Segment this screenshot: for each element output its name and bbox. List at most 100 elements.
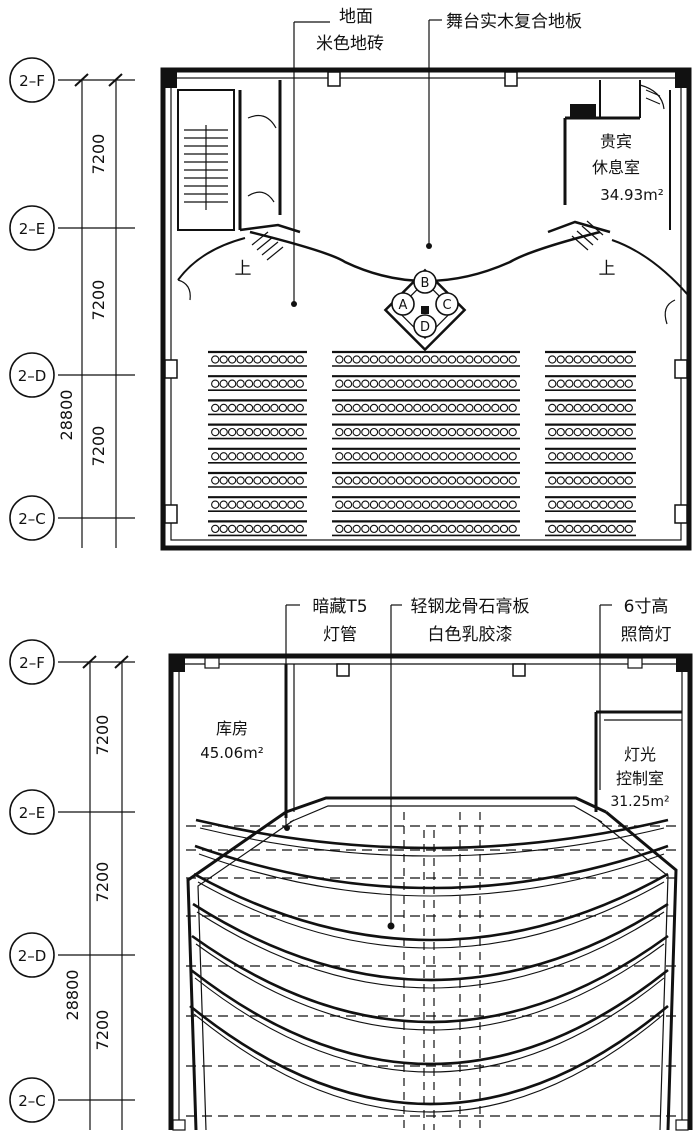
seat bbox=[404, 355, 413, 364]
bottom-axis-grid bbox=[58, 655, 135, 1130]
seat bbox=[590, 403, 599, 413]
seat bbox=[616, 524, 625, 534]
seat-row bbox=[208, 447, 307, 464]
seat bbox=[430, 379, 439, 388]
seat bbox=[369, 403, 379, 413]
seat bbox=[456, 355, 465, 364]
stage-floor-label: 舞台实木复合地板 bbox=[446, 12, 582, 32]
seat-row bbox=[545, 496, 636, 513]
seat bbox=[335, 476, 344, 485]
seat bbox=[343, 524, 353, 534]
seat bbox=[369, 379, 379, 388]
seat bbox=[590, 476, 599, 485]
seat bbox=[499, 355, 509, 364]
cove-arc-inner bbox=[196, 911, 665, 989]
seat bbox=[548, 379, 557, 388]
bottom-dim-bay-3: 7200 bbox=[93, 1010, 112, 1051]
seat bbox=[508, 524, 517, 534]
ceiling-plan-walls bbox=[168, 653, 693, 1131]
top-axis-bubble-e: 2–E bbox=[9, 205, 55, 251]
seat bbox=[387, 500, 396, 509]
stair-up-right: 上 bbox=[599, 259, 616, 279]
gypsum-label-2: 白色乳胶漆 bbox=[428, 625, 513, 645]
seat bbox=[395, 403, 405, 413]
seat bbox=[607, 500, 616, 509]
seat bbox=[253, 403, 262, 413]
seat bbox=[295, 403, 304, 413]
seat bbox=[369, 476, 379, 485]
seat bbox=[236, 524, 245, 534]
seat bbox=[473, 524, 483, 534]
seat bbox=[387, 427, 396, 437]
seat bbox=[465, 355, 474, 364]
seat bbox=[227, 379, 237, 388]
seat bbox=[439, 355, 448, 364]
seat bbox=[219, 379, 228, 388]
seat bbox=[387, 524, 396, 534]
seat bbox=[482, 500, 491, 509]
seat-row bbox=[208, 350, 307, 367]
seat bbox=[378, 427, 387, 437]
cove-arc-inner bbox=[198, 853, 665, 897]
seat bbox=[404, 476, 413, 485]
seat bbox=[378, 403, 387, 413]
seat bbox=[387, 476, 396, 485]
seat bbox=[430, 500, 439, 509]
ceiling-vertical-dashes bbox=[403, 812, 481, 1130]
seat bbox=[352, 524, 361, 534]
axis-label: 2–E bbox=[19, 804, 46, 822]
vip-room-area: 34.93m² bbox=[600, 186, 664, 204]
seat bbox=[447, 476, 457, 485]
seat bbox=[421, 403, 431, 413]
seat bbox=[590, 500, 599, 509]
seat bbox=[499, 500, 509, 509]
seat bbox=[261, 500, 271, 509]
seat bbox=[395, 427, 405, 437]
seat bbox=[465, 524, 474, 534]
seat bbox=[261, 524, 271, 534]
seat bbox=[447, 355, 457, 364]
seat bbox=[261, 403, 271, 413]
seat-row bbox=[208, 520, 307, 537]
seat bbox=[270, 452, 279, 461]
seat bbox=[421, 452, 431, 461]
seat bbox=[219, 524, 228, 534]
seat bbox=[352, 355, 361, 364]
seat bbox=[270, 500, 279, 509]
seat bbox=[335, 355, 344, 364]
seat-row bbox=[208, 496, 307, 513]
axis-label: 2–C bbox=[18, 1092, 46, 1110]
seat bbox=[261, 452, 271, 461]
seat bbox=[253, 452, 262, 461]
seat bbox=[421, 476, 431, 485]
storage-room-area: 45.06m² bbox=[200, 744, 264, 762]
seat bbox=[607, 476, 616, 485]
seat bbox=[590, 427, 599, 437]
axis-label: 2–D bbox=[18, 947, 47, 965]
seat bbox=[565, 524, 574, 534]
top-dim-bay-3: 7200 bbox=[89, 426, 108, 467]
seat bbox=[395, 355, 405, 364]
seat bbox=[624, 524, 633, 534]
seat bbox=[456, 524, 465, 534]
seat bbox=[219, 476, 228, 485]
axis-label: 2–E bbox=[19, 220, 46, 238]
seat bbox=[421, 524, 431, 534]
seat bbox=[439, 524, 448, 534]
seat bbox=[278, 500, 288, 509]
seat bbox=[548, 403, 557, 413]
seat bbox=[227, 427, 237, 437]
downlight-label-2: 照筒灯 bbox=[621, 625, 672, 645]
seat bbox=[261, 476, 271, 485]
bottom-dim-bay-2: 7200 bbox=[93, 862, 112, 903]
seat bbox=[395, 476, 405, 485]
seat bbox=[624, 500, 633, 509]
vip-room-name-1: 贵宾 bbox=[600, 132, 632, 151]
seat bbox=[253, 427, 262, 437]
bottom-dim-overall: 28800 bbox=[63, 970, 82, 1021]
seat bbox=[219, 355, 228, 364]
seat bbox=[624, 379, 633, 388]
seat bbox=[244, 476, 254, 485]
seat bbox=[361, 500, 370, 509]
